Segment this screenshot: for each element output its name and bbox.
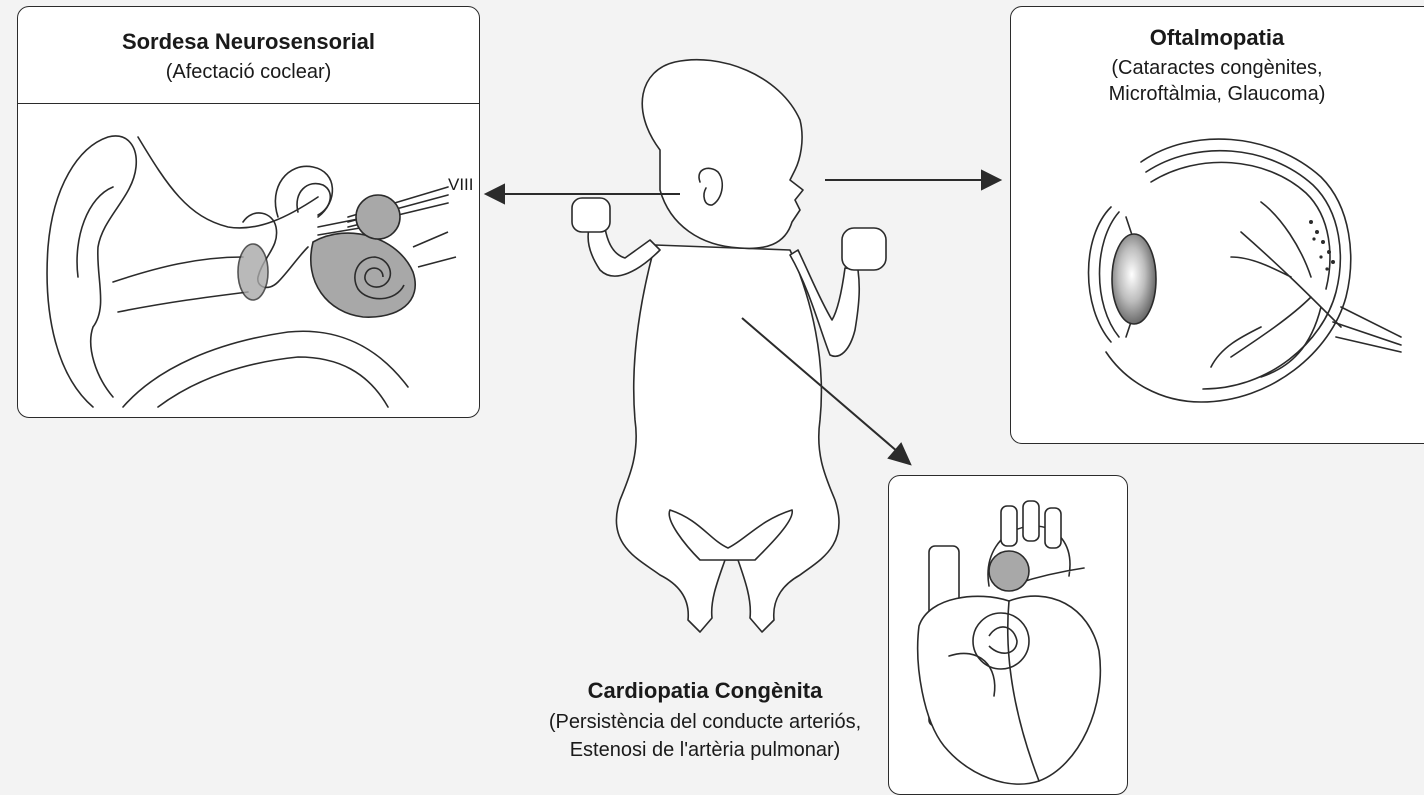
brachiocephalic-artery [1001, 506, 1017, 546]
heart-caption: Cardiopatia Congènita (Persistència del … [470, 678, 940, 764]
eye-panel: Oftalmopatia (Cataractes congènites, Mic… [1010, 6, 1424, 444]
heart-title: Cardiopatia Congènita [470, 678, 940, 704]
cochlea-highlight [311, 233, 415, 317]
cranial-nerve-label: VIII [448, 175, 474, 195]
ear-anatomy-illustration [18, 107, 480, 418]
retinal-vessels [1211, 202, 1341, 377]
retina-spots [1309, 220, 1335, 271]
hearing-subtitle: (Afectació coclear) [18, 59, 479, 85]
nerve-highlight [356, 195, 400, 239]
ductus-arteriosus-highlight [989, 551, 1029, 591]
optic-nerve [1341, 307, 1401, 337]
auricle [47, 136, 136, 407]
baby-head [642, 60, 803, 249]
hearing-title: Sordesa Neurosensorial [18, 29, 479, 55]
eye-anatomy-illustration [1011, 7, 1424, 444]
ear-canal [113, 257, 243, 282]
heart-subtitle-line1: (Persistència del conducte arteriós, [470, 708, 940, 736]
heart-subtitle-line2: Estenosi de l'artèria pulmonar) [470, 736, 940, 764]
hearing-panel: Sordesa Neurosensorial (Afectació coclea… [17, 6, 480, 418]
eardrum-highlight [238, 244, 268, 300]
hearing-divider [18, 103, 479, 104]
lens [1112, 234, 1156, 324]
baby-body [616, 245, 839, 632]
semicircular-canals [275, 166, 332, 217]
